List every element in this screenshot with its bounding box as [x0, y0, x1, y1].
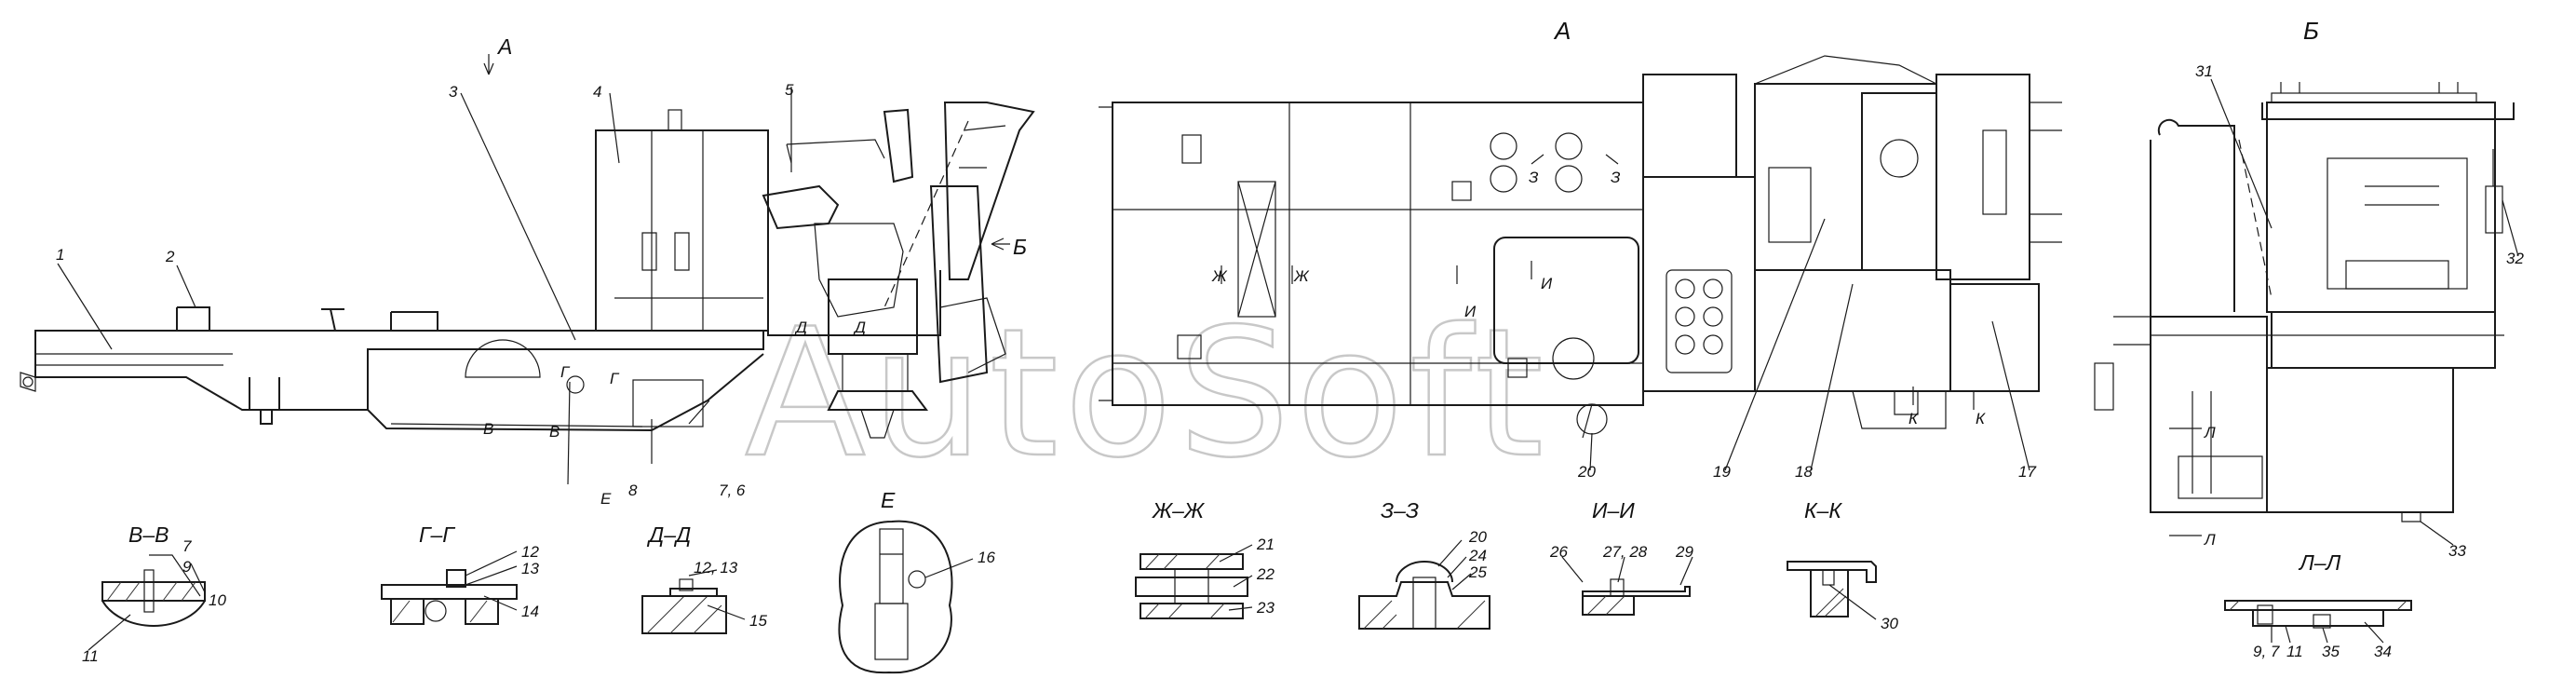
section-kk: К–К 30: [1787, 498, 1898, 632]
callout-32: 32: [2506, 250, 2524, 267]
callout-22: 22: [1256, 565, 1275, 583]
engine-block-top: [1642, 55, 2062, 429]
section-dd: Д–Д 12, 13 15: [641, 522, 767, 634]
section-title-dd: Д–Д: [646, 522, 691, 547]
view-mark-a: А: [496, 34, 512, 59]
front-leaders: [2169, 78, 2519, 546]
callout-3: 3: [449, 83, 458, 101]
section-zz: З–З 20 24 25: [1358, 498, 1490, 630]
callout-8: 8: [628, 482, 638, 499]
cut-mark-d-2: Д: [853, 319, 866, 336]
callout-7-6: 7, 6: [719, 482, 746, 499]
view-title-b: Б: [2303, 17, 2319, 45]
callout-31: 31: [2195, 62, 2213, 80]
callout-13-gg: 13: [521, 560, 539, 577]
callout-30: 30: [1881, 615, 1898, 632]
callout-23: 23: [1256, 599, 1275, 617]
callout-34: 34: [2374, 643, 2392, 660]
cut-mark-v-1: В: [483, 420, 493, 438]
front-structure: [2094, 82, 2515, 522]
front-callouts: 31 32 33 Л Л: [2195, 62, 2524, 560]
section-title-zhzh: Ж–Ж: [1152, 498, 1206, 522]
cut-mark-zh-1: Ж: [1211, 267, 1228, 285]
section-ii: И–И 26 27, 28 29: [1549, 498, 1693, 616]
callout-5: 5: [785, 81, 794, 99]
cut-mark-i-1: И: [1464, 303, 1477, 320]
callout-4: 4: [593, 83, 601, 101]
callout-14: 14: [521, 603, 539, 620]
frame-side: [20, 306, 764, 432]
callout-2: 2: [165, 248, 175, 265]
callout-12-13-dd: 12, 13: [694, 559, 738, 577]
cut-mark-e: Е: [600, 490, 612, 508]
callout-27-28: 27, 28: [1602, 543, 1648, 561]
cut-mark-d-1: Д: [794, 319, 807, 336]
cut-mark-i-2: И: [1541, 275, 1553, 292]
side-callouts: 1 2 3 4 5 7, 6 8 А Б В В Г Г Д Д Е: [56, 34, 1027, 508]
cut-mark-l-1: Л: [2204, 424, 2216, 441]
callout-29: 29: [1675, 543, 1693, 561]
detail-title-e: Е: [881, 488, 896, 512]
callout-11-vv: 11: [82, 647, 99, 665]
callout-10: 10: [209, 591, 226, 609]
view-title-a: А: [1553, 17, 1571, 45]
top-callouts: 19 18 17 20 Ж Ж З З И И К К: [1211, 169, 2036, 481]
side-leaders: [57, 54, 1010, 485]
side-view: 1 2 3 4 5 7, 6 8 А Б В В Г Г Д Д Е: [20, 34, 1035, 508]
callout-26: 26: [1549, 543, 1568, 561]
cut-mark-g-1: Г: [560, 363, 571, 381]
callout-9-7-ll: 9, 7: [2253, 643, 2280, 660]
top-leaders: [1221, 154, 2030, 471]
cut-mark-z-1: З: [1529, 169, 1539, 186]
cut-mark-v-2: В: [549, 423, 560, 441]
callout-35: 35: [2322, 643, 2340, 660]
section-vv: В–В 7 9 10 11: [82, 522, 226, 665]
section-title-kk: К–К: [1804, 498, 1842, 522]
callout-20: 20: [1577, 463, 1596, 481]
section-title-zz: З–З: [1381, 498, 1419, 522]
cab-side: [762, 102, 1035, 439]
section-title-vv: В–В: [128, 522, 169, 547]
callout-9-vv: 9: [182, 558, 192, 576]
cut-mark-g-2: Г: [610, 370, 620, 387]
section-title-gg: Г–Г: [419, 522, 455, 547]
callout-17: 17: [2018, 463, 2036, 481]
front-view-b: Б 31: [2094, 17, 2524, 560]
fuel-tank-side: [595, 109, 769, 332]
callout-16: 16: [978, 549, 995, 566]
section-gg: Г–Г 12 13 14: [381, 522, 539, 625]
callout-11-ll: 11: [2286, 643, 2303, 660]
callout-33: 33: [2448, 542, 2466, 560]
section-title-ii: И–И: [1592, 498, 1635, 522]
top-view-a: А: [1099, 17, 2062, 481]
callout-7-vv: 7: [182, 537, 192, 555]
section-ll: Л–Л 9, 7 11 35 34: [2224, 550, 2412, 660]
callout-15: 15: [749, 612, 767, 630]
detail-e: Е 16: [838, 488, 995, 674]
section-zhzh: Ж–Ж 21 22 23: [1135, 498, 1275, 619]
view-mark-b: Б: [1013, 235, 1027, 259]
callout-21: 21: [1256, 536, 1275, 553]
watermark: AutoSoft: [745, 291, 1549, 496]
cut-mark-k-1: К: [1908, 410, 1919, 427]
cut-mark-zh-2: Ж: [1293, 267, 1310, 285]
callout-12-gg: 12: [521, 543, 539, 561]
cut-mark-z-2: З: [1611, 169, 1621, 186]
cut-mark-l-2: Л: [2204, 531, 2216, 549]
cut-mark-k-2: К: [1976, 410, 1986, 427]
callout-1: 1: [56, 246, 64, 264]
callout-20-zz: 20: [1468, 528, 1487, 546]
callout-18: 18: [1795, 463, 1813, 481]
section-title-ll: Л–Л: [2298, 550, 2341, 575]
callout-24: 24: [1468, 547, 1487, 564]
callout-19: 19: [1713, 463, 1731, 481]
callout-25: 25: [1468, 563, 1487, 581]
